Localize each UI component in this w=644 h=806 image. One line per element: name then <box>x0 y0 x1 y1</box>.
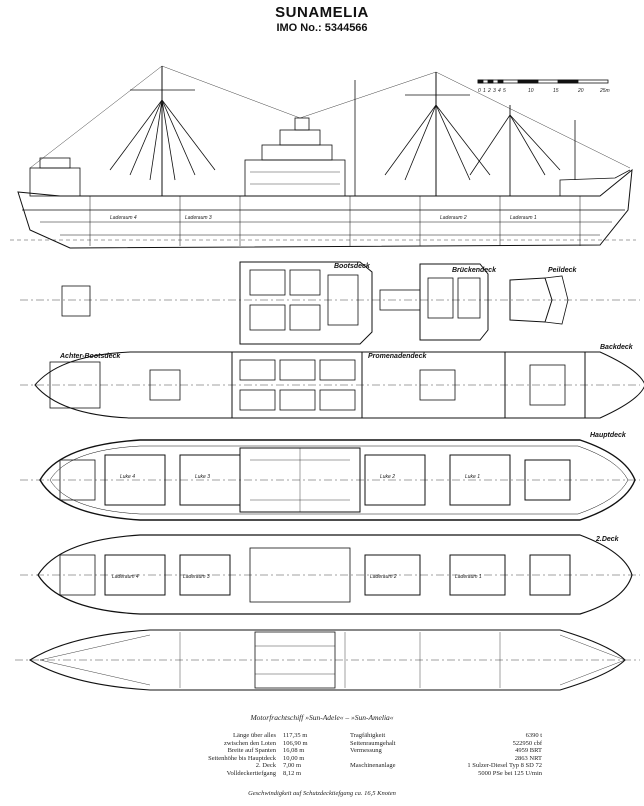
spec-value: 5000 PSe bei 125 U/min <box>478 769 542 777</box>
spec-value: 106,90 m <box>283 739 308 747</box>
main-deck-hatch-label: Luke 1 <box>465 474 480 480</box>
scale-bar <box>477 79 609 84</box>
tank-top-plan <box>15 629 640 691</box>
second-deck-hold-label: Laderaum 1 <box>455 574 482 580</box>
deck-label-2-deck: 2.Deck <box>595 536 620 543</box>
scale-tick: 5 <box>503 88 506 94</box>
scale-tick: 15 <box>553 88 559 94</box>
scale-tick: 1 <box>483 88 486 94</box>
spec-value: 4959 BRT <box>515 747 542 755</box>
spec-label: Tragfähigkeit <box>350 732 386 739</box>
scale-tick: 20 <box>577 88 584 94</box>
scale-tick: 0 <box>478 88 481 94</box>
main-deck-hatch-label: Luke 2 <box>380 474 395 480</box>
main-deck-hatch-label: Luke 3 <box>195 474 210 480</box>
second-deck-hold-label: Laderaum 4 <box>112 574 139 580</box>
scale-tick: 25m <box>599 88 610 94</box>
ship-name-title: SUNAMELIA <box>275 4 369 21</box>
spec-label <box>350 770 430 778</box>
spec-label: Länge über alles <box>233 732 276 739</box>
spec-label: zwischen den Loten <box>224 739 276 747</box>
imo-number: IMO No.: 5344566 <box>276 22 368 34</box>
spec-value: 2863 NRT <box>514 754 542 762</box>
spec-label: Volldeckertiefgang <box>226 769 276 777</box>
upper-decks-plan <box>20 261 640 345</box>
deck-label-achter-bootsdeck: Achter-Bootsdeck <box>59 353 121 360</box>
spec-value: 10,00 m <box>283 754 305 762</box>
scale-bar-labels: 0 1 2 3 4 5 10 15 20 25m <box>478 88 610 94</box>
promenade-deck-plan <box>20 351 644 419</box>
scale-tick: 4 <box>498 88 501 94</box>
spec-footer: Geschwindigkeit auf Schutzdecktiefgang c… <box>248 790 396 797</box>
spec-right-values: 6390 t 522950 cbf 4959 BRT 2863 NRT 1 Su… <box>432 732 542 778</box>
main-deck-hatch-label: Luke 4 <box>120 474 135 480</box>
spec-label <box>350 755 430 763</box>
profile-hold-label: Laderaum 2 <box>440 215 467 221</box>
spec-label: Vermessung <box>350 747 382 755</box>
deck-label-brueckendeck: Brückendeck <box>452 267 497 274</box>
scale-tick: 2 <box>487 88 491 94</box>
profile-hold-label: Laderaum 3 <box>185 215 212 221</box>
spec-caption: Motorfrachtschiff »Sun-Adele« – »Sun-Ame… <box>250 713 394 722</box>
deck-label-peildeck: Peildeck <box>548 267 578 274</box>
second-deck-hold-label: Laderaum 3 <box>183 574 210 580</box>
spec-value: 16,08 m <box>283 747 305 755</box>
spec-value: 117,35 m <box>283 732 308 739</box>
scale-tick: 10 <box>528 88 534 94</box>
side-profile <box>10 65 636 249</box>
profile-hold-label: Laderaum 4 <box>110 215 137 221</box>
deck-label-hauptdeck: Hauptdeck <box>590 432 627 439</box>
spec-value: 8,12 m <box>283 769 302 777</box>
spec-right-labels: Tragfähigkeit Seitenraumgehalt Vermessun… <box>350 732 430 778</box>
spec-label: Seitenhöhe bis Hauptdeck <box>208 754 276 762</box>
spec-value: 7,00 m <box>283 762 302 770</box>
scale-tick: 3 <box>493 88 496 94</box>
spec-value: 522950 cbf <box>512 739 542 747</box>
spec-left-values: 117,35 m 106,90 m 16,08 m 10,00 m 7,00 m… <box>283 732 333 778</box>
profile-hold-label: Laderaum 1 <box>510 215 537 221</box>
deck-label-backdeck: Backdeck <box>600 344 634 351</box>
spec-label: Maschinenanlage <box>350 762 396 770</box>
spec-label: Breite auf Spanten <box>227 747 276 755</box>
spec-value: 6390 t <box>525 732 542 739</box>
spec-left-labels: Länge über alles zwischen den Loten Brei… <box>146 732 276 778</box>
deck-label-promenadendeck: Promenadendeck <box>368 353 427 360</box>
main-deck-plan <box>20 439 640 521</box>
spec-label: Seitenraumgehalt <box>350 739 396 747</box>
second-deck-hold-label: Laderaum 2 <box>370 574 397 580</box>
spec-label: 2. Deck <box>255 762 276 770</box>
deck-label-bootsdeck: Bootsdeck <box>334 263 371 270</box>
spec-value: 1 Sulzer-Diesel Typ 8 SD 72 <box>467 762 542 770</box>
second-deck-plan <box>20 534 640 615</box>
